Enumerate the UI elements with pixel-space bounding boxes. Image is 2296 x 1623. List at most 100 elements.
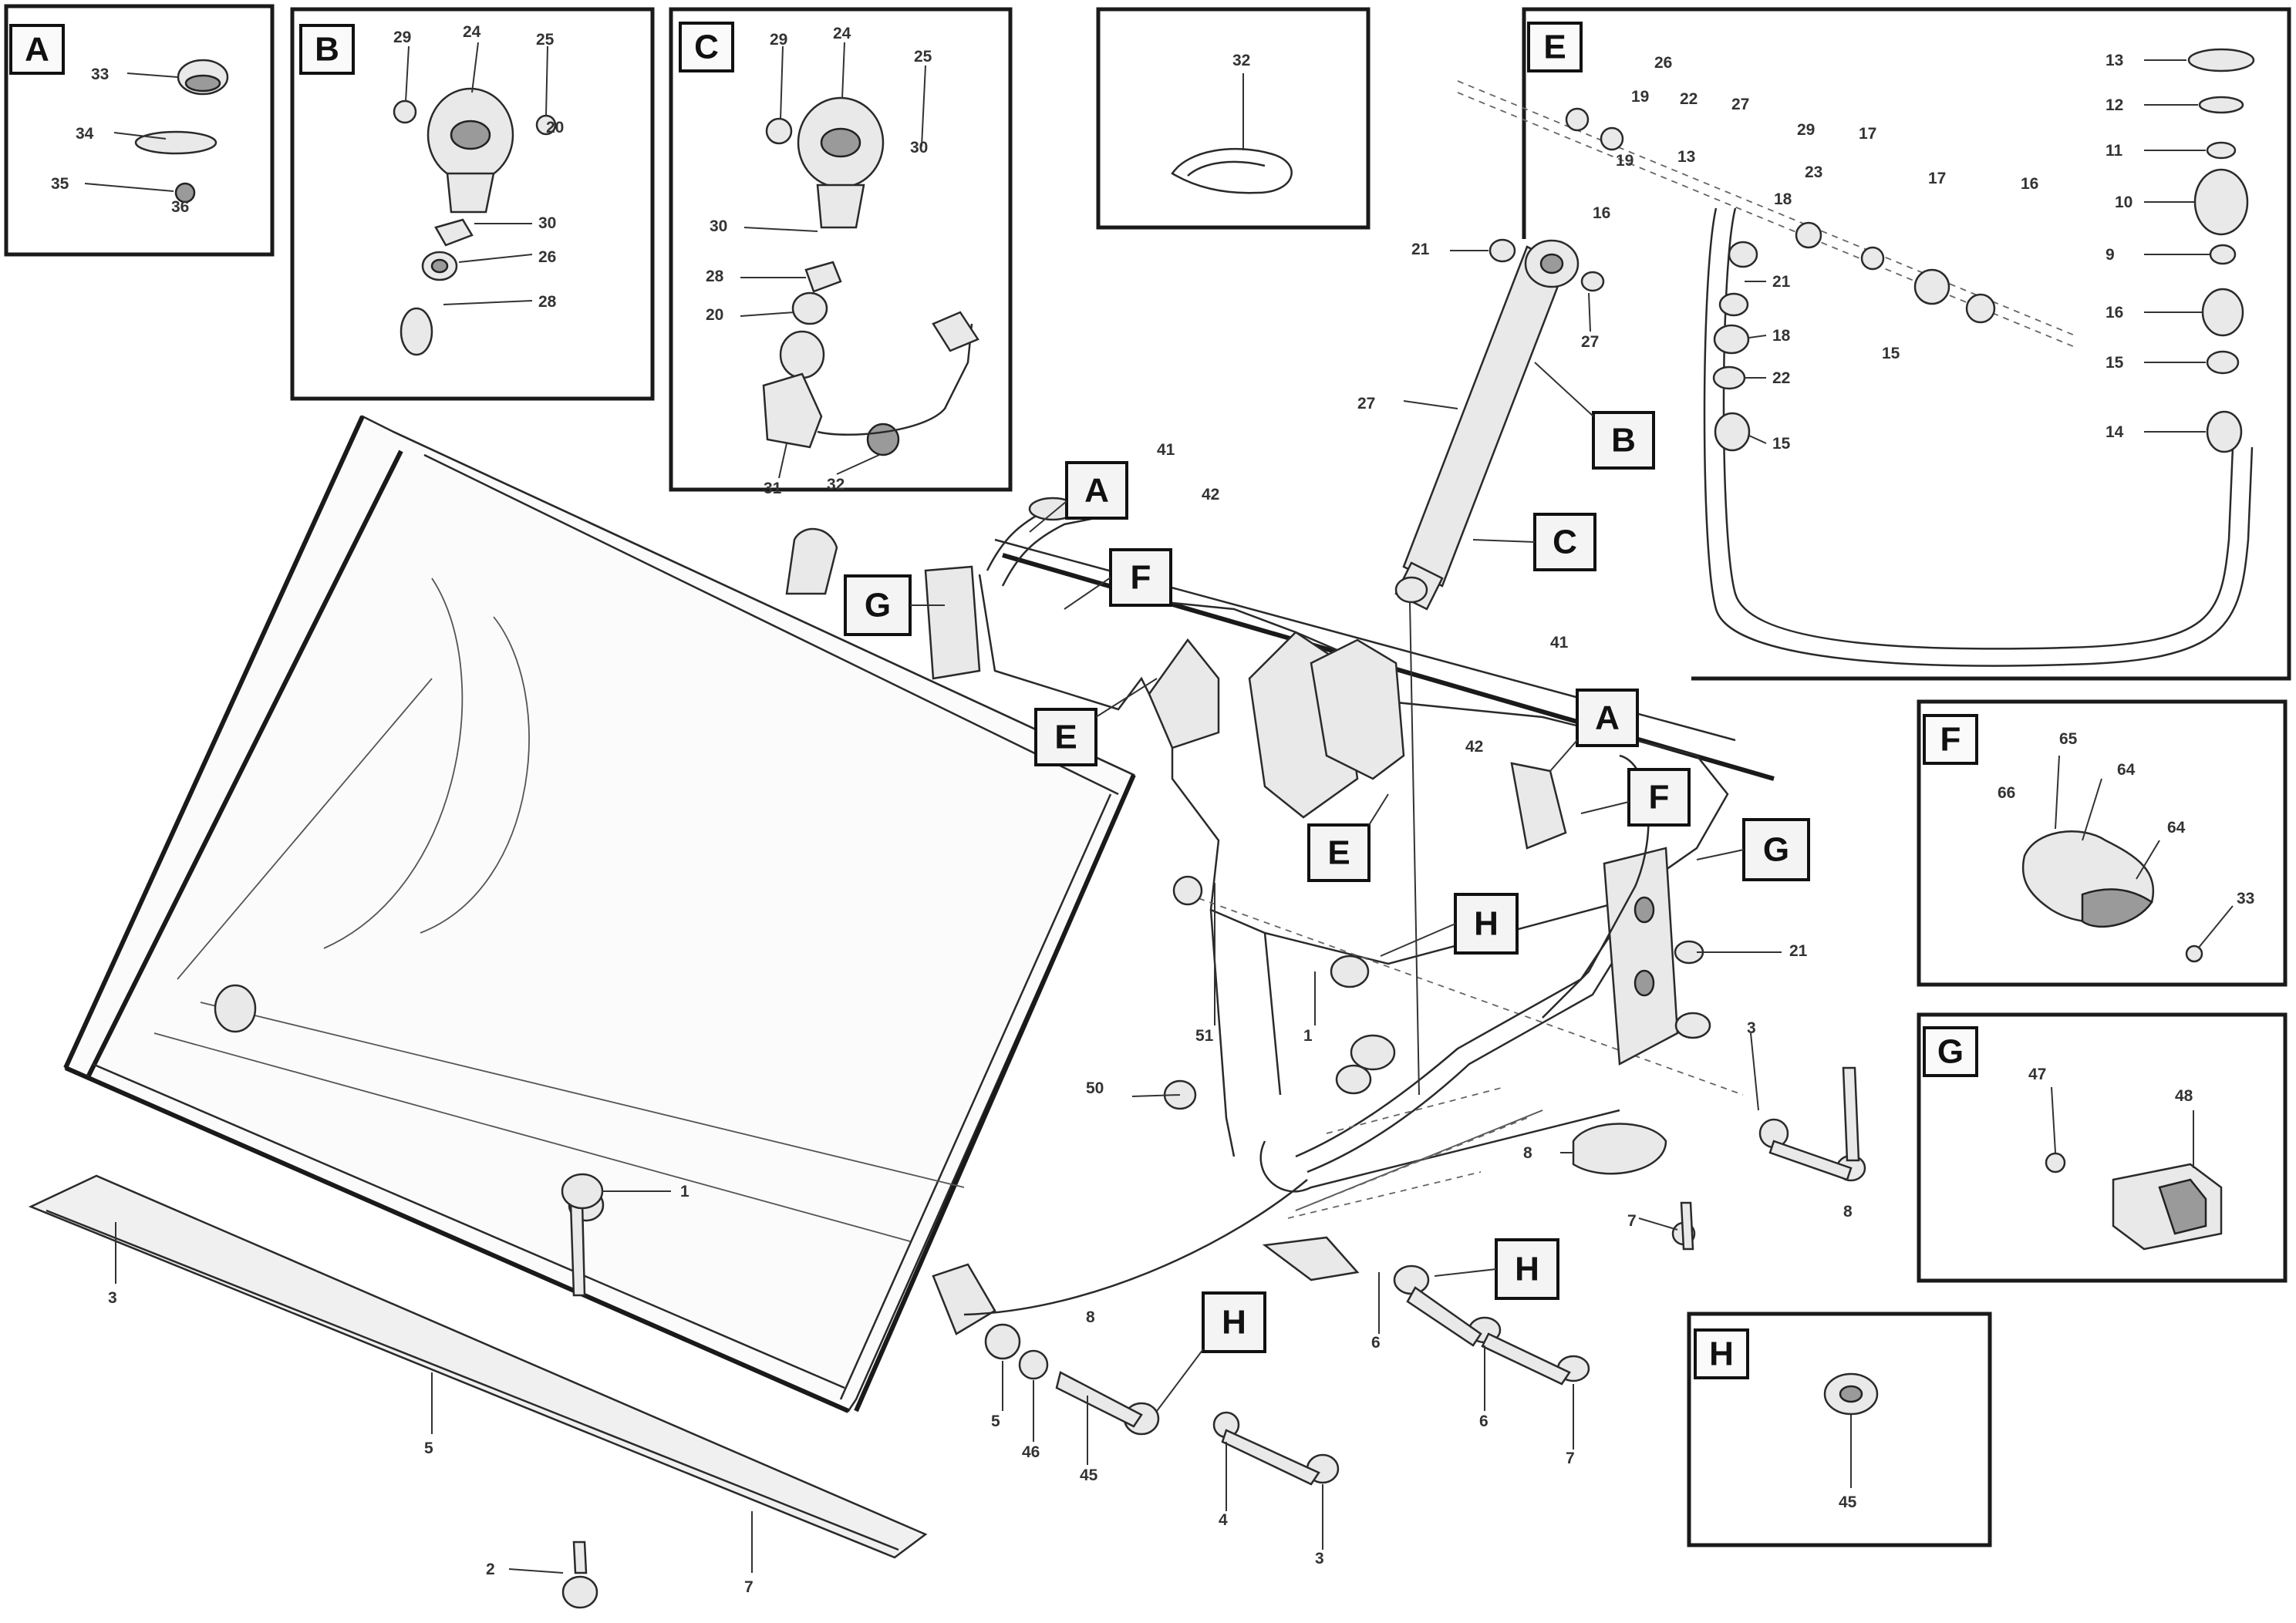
frame-b-num-7: 20 [546, 119, 564, 136]
frame-f: F 65 66 64 64 33 [1917, 699, 2288, 987]
frame-e-num-17: 19 [1616, 152, 1633, 170]
main-num-20: 3 [1315, 1550, 1324, 1567]
callout-h-lower-right[interactable]: H [1434, 1238, 1559, 1300]
frame-e-num-2: 19 [1631, 88, 1649, 106]
frame-a-num-3: 35 [51, 175, 69, 193]
main-num-22: 7 [1566, 1450, 1575, 1467]
frame-b-num-6: 28 [538, 293, 557, 311]
frame-e-num-20: 11 [2106, 142, 2123, 160]
frame-e-num-11: 21 [1772, 273, 1791, 291]
frame-a-num-1: 33 [91, 66, 109, 83]
callout-f-left[interactable]: F [1064, 548, 1172, 610]
frame-b: B 29 24 25 30 26 28 20 [290, 7, 655, 401]
frame-e-num-22: 9 [2106, 246, 2115, 264]
cylinder [1394, 238, 1605, 1096]
main-num-8: 21 [1789, 942, 1808, 960]
svg-text:F: F [1131, 559, 1151, 597]
svg-text:G: G [1763, 831, 1789, 869]
frame-f-label: F [1923, 714, 1978, 765]
main-num-24: 1 [680, 1183, 689, 1200]
frame-b-num-1: 29 [393, 29, 411, 46]
svg-text:G: G [865, 587, 891, 625]
frame-c-num-1: 29 [770, 31, 787, 49]
main-num-6: 41 [1550, 634, 1569, 652]
frame-b-num-3: 25 [536, 31, 555, 49]
frame-a-label: A [9, 24, 65, 75]
svg-text:C: C [1553, 524, 1577, 561]
frame-e: E 26 19 [1457, 7, 2291, 681]
frame-e-num-24: 15 [2106, 354, 2124, 372]
callouts: A B C G F E A [844, 362, 1810, 1412]
svg-text:H: H [1709, 1335, 1734, 1373]
main-num-29: 8 [1086, 1308, 1095, 1326]
main-num-11: 1 [1303, 1027, 1313, 1045]
callout-g-right[interactable]: G [1696, 818, 1810, 881]
frame-f-num-3: 64 [2117, 761, 2136, 779]
frame-e-num-4: 27 [1731, 96, 1749, 113]
frame-c-num-3: 25 [914, 48, 932, 66]
main-num-13: 8 [1523, 1144, 1532, 1162]
frame-e-num-16: 16 [2021, 175, 2038, 193]
bucket [63, 415, 1136, 1413]
svg-text:H: H [1515, 1251, 1539, 1288]
frame-a: A 33 34 35 36 [4, 4, 275, 257]
callout-a-right[interactable]: A [1549, 689, 1639, 772]
svg-text:A: A [1084, 472, 1109, 510]
main-num-4: 41 [1157, 441, 1175, 459]
main-num-23: 8 [1843, 1203, 1853, 1221]
frame-e-num-7: 16 [1593, 204, 1610, 222]
frame-g-label: G [1923, 1026, 1978, 1077]
main-num-28: 7 [744, 1578, 754, 1596]
main-num-12: 3 [1747, 1019, 1756, 1037]
callout-g-left[interactable]: G [844, 574, 945, 636]
main-num-21: 6 [1479, 1413, 1489, 1430]
frame-c-num-8: 31 [764, 480, 782, 497]
callout-c[interactable]: C [1472, 513, 1596, 571]
main-num-18: 45 [1080, 1466, 1098, 1484]
main-num-17: 46 [1022, 1443, 1040, 1461]
main-num-16: 5 [991, 1413, 1000, 1430]
cutting-edge [28, 1174, 928, 1573]
frame-c-num-4: 30 [910, 139, 928, 157]
frame-e-num-26: 13 [1677, 148, 1695, 166]
frame-e-num-12: 18 [1772, 327, 1791, 345]
frame-c-num-9: 32 [827, 476, 845, 493]
frame-e-num-5: 29 [1797, 121, 1815, 139]
frame-e-num-9: 23 [1805, 163, 1822, 181]
main-num-27: 5 [424, 1439, 433, 1457]
callout-e-right[interactable]: E [1307, 793, 1389, 882]
frame-g-num-1: 47 [2028, 1066, 2046, 1083]
main-num-9: 51 [1195, 1027, 1214, 1045]
callout-a-top[interactable]: A [1029, 461, 1128, 533]
svg-text:A: A [1595, 699, 1620, 737]
frame-e-num-8: 18 [1774, 190, 1792, 208]
frame-a-num-4: 36 [171, 198, 189, 216]
svg-text:B: B [315, 31, 339, 69]
frame-e-num-1: 26 [1654, 54, 1672, 72]
frame-f-num-5: 33 [2237, 890, 2254, 907]
main-num-10: 50 [1086, 1079, 1104, 1097]
svg-text:H: H [1222, 1304, 1246, 1342]
frame-e-num-23: 16 [2106, 304, 2123, 322]
frame-h-num-1: 45 [1839, 1493, 1857, 1511]
svg-text:A: A [25, 31, 49, 69]
svg-text:E: E [1054, 719, 1077, 756]
frame-e-num-25: 14 [2106, 423, 2124, 441]
svg-text:H: H [1474, 905, 1499, 943]
svg-text:E: E [1327, 834, 1350, 872]
frame-c-num-5: 30 [710, 217, 727, 235]
main-num-1: 21 [1411, 241, 1430, 258]
svg-text:F: F [1940, 721, 1961, 759]
main-num-15: 6 [1371, 1334, 1381, 1352]
svg-text:G: G [1937, 1033, 1964, 1071]
callout-b[interactable]: B [1534, 362, 1655, 470]
frame-e-num-18: 13 [2106, 52, 2123, 69]
callout-h-upper[interactable]: H [1380, 893, 1519, 957]
frame-f-num-2: 66 [1998, 784, 2015, 802]
callout-f-right[interactable]: F [1580, 768, 1691, 827]
frame-e-num-19: 12 [2106, 96, 2123, 114]
callout-e-left[interactable]: E [1034, 678, 1158, 766]
main-num-14: 7 [1627, 1212, 1637, 1230]
callout-h-lower-left[interactable]: H [1156, 1291, 1266, 1412]
main-num-2: 27 [1581, 333, 1599, 351]
